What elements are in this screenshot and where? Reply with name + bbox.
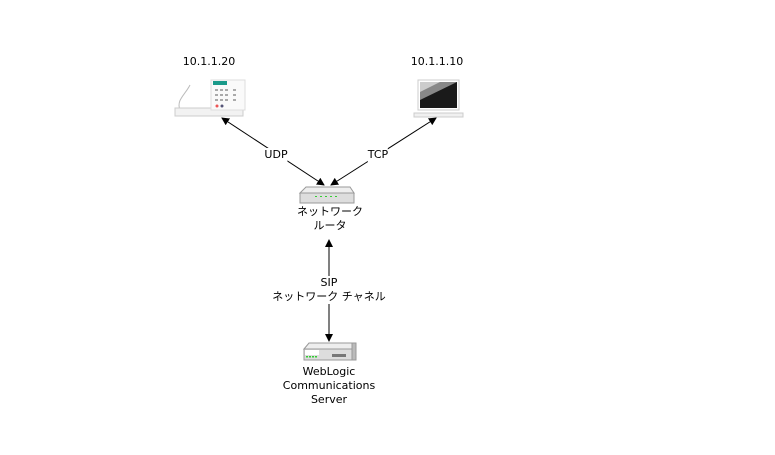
phone-ip-label: 10.1.1.20 xyxy=(182,55,236,69)
server-icon xyxy=(302,342,357,361)
server-label-line1: WebLogic xyxy=(302,365,356,378)
ip-phone-icon xyxy=(174,79,246,117)
sip-channel-label: SIP ネットワーク チャネル xyxy=(272,276,386,304)
network-channel-label: ネットワーク チャネル xyxy=(272,290,386,303)
server-label: WebLogic Communications Server xyxy=(283,365,375,407)
udp-label: UDP xyxy=(264,148,288,162)
laptop-icon xyxy=(413,79,464,118)
tcp-label: TCP xyxy=(367,148,389,162)
router-label-line1: ネットワーク xyxy=(297,205,363,218)
server-label-line3: Server xyxy=(310,393,348,406)
sip-label: SIP xyxy=(320,276,338,289)
router-label: ネットワーク ルータ xyxy=(297,205,363,233)
router-label-line2: ルータ xyxy=(313,219,347,232)
router-icon xyxy=(298,186,355,204)
laptop-ip-label: 10.1.1.10 xyxy=(410,55,464,69)
server-label-line2: Communications xyxy=(282,379,376,392)
